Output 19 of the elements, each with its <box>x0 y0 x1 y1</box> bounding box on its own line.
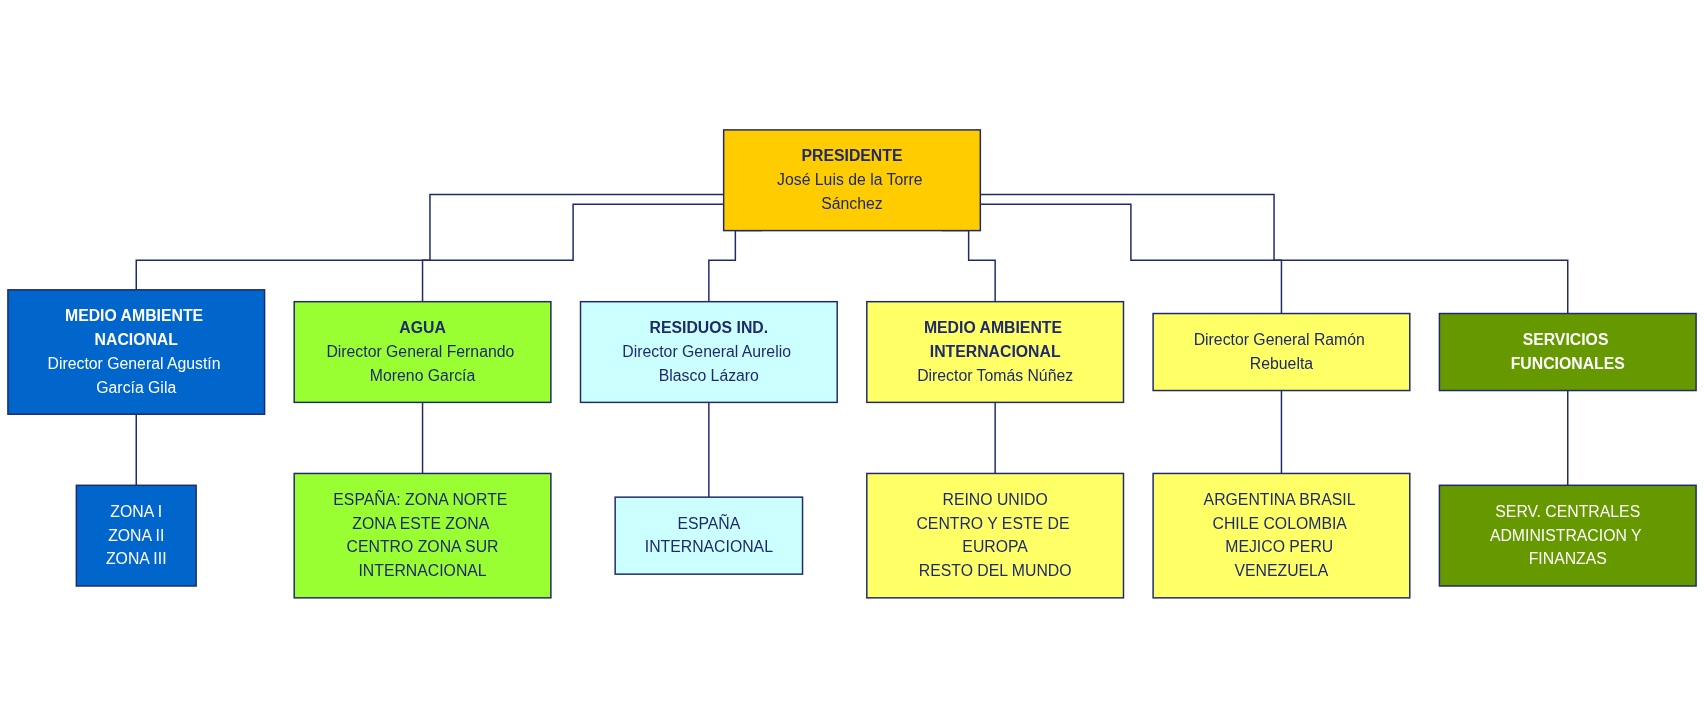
connector <box>708 401 710 498</box>
node-box: REINO UNIDO CENTRO Y ESTE DE EUROPA RESTO DEL MUNDO <box>866 472 1125 599</box>
node-box: SERV. CENTRALES ADMINISTRACION Y FINANZAS <box>1438 484 1697 587</box>
connector <box>421 401 424 475</box>
node-box: ZONA I ZONA II ZONA III <box>75 484 197 587</box>
connector <box>994 401 996 475</box>
node-box: PRESIDENTE José Luis de la Torre Sánchez <box>722 129 982 232</box>
connector <box>135 413 137 487</box>
node-box: ARGENTINA BRASIL CHILE COLOMBIA MEJICO PERU VENEZUELA <box>1152 472 1411 599</box>
connector <box>1280 389 1283 475</box>
connector <box>1567 389 1569 487</box>
node-box: MEDIO AMBIENTE NACIONAL Director General Agustín García Gila <box>7 289 266 416</box>
node-box: AGUA Director General Fernando Moreno García <box>293 301 552 404</box>
node-box: ESPAÑA: ZONA NORTE ZONA ESTE ZONA CENTRO ZONA SUR INTERNACIONAL <box>293 472 552 599</box>
node-box: ESPAÑA INTERNACIONAL <box>614 496 804 575</box>
node-box: SERVICIOS FUNCIONALES <box>1438 312 1697 392</box>
node-box: MEDIO AMBIENTE INTERNACIONAL Director Tomás Núñez <box>866 301 1125 404</box>
node-box: RESIDUOS IND. Director General Aurelio Blasco Lázaro <box>579 301 838 404</box>
node-box: Director General Ramón Rebuelta <box>1152 312 1411 392</box>
